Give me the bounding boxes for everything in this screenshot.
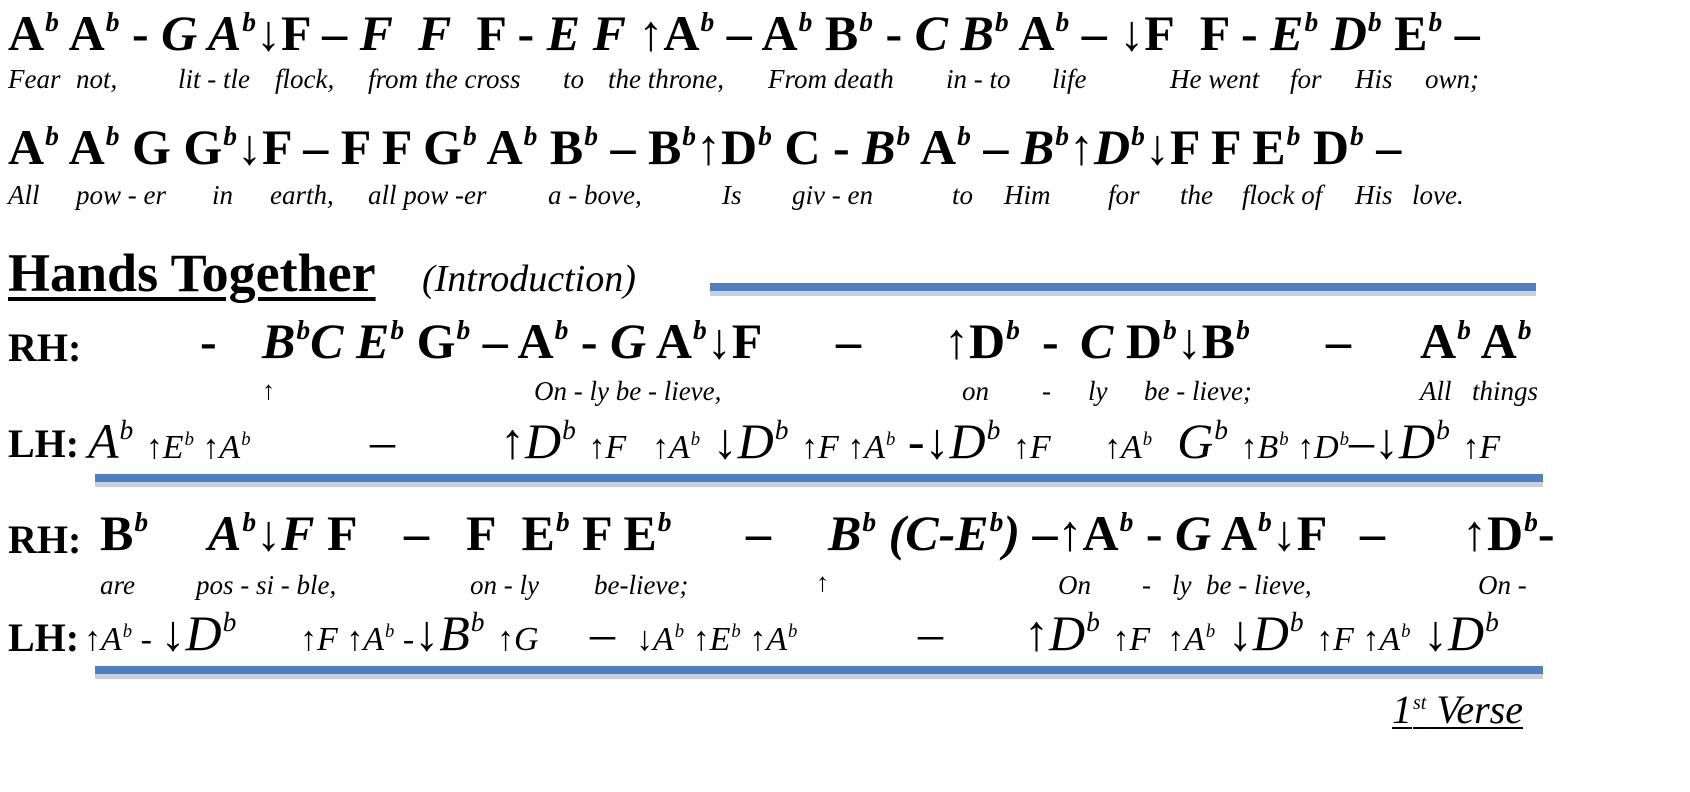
divider-bar	[710, 283, 1536, 291]
lyric: giv - en	[792, 180, 873, 210]
lyric: all pow -er	[368, 180, 487, 210]
lyric: be - lieve;	[1144, 376, 1252, 406]
lyric: From death	[768, 64, 894, 94]
verse-line-2-notes: Ab Ab G Gb↓F – F F Gb Ab Bb – Bb↑Db C - …	[8, 119, 1402, 175]
lyric: All	[8, 180, 40, 210]
lyric: -	[1142, 570, 1151, 600]
verse-line-2-lyrics: All pow - er in earth, all pow -er a - b…	[0, 182, 1690, 214]
divider-bar	[95, 474, 1543, 482]
lyric: be - lieve,	[1206, 570, 1312, 600]
system-1-lyrics: On - ly be - lieve, on - ly be - lieve; …	[0, 378, 1690, 410]
rh-notes-system-1: - BbC Eb Gb – Ab - G Ab↓F – ↑Db - C Db↓B…	[200, 313, 1532, 369]
lyric: All	[1420, 376, 1452, 406]
verse-line-1-notes: Ab Ab - G Ab↓F – F F F - E F ↑Ab – Ab Bb…	[8, 5, 1480, 61]
lyric: in	[212, 180, 234, 210]
lyric: Is	[722, 180, 742, 210]
lyric: for	[1290, 64, 1322, 94]
verse-heading: 1st Verse	[1392, 690, 1523, 730]
verse-number: 1	[1392, 687, 1412, 732]
lyric: lit - tle	[178, 64, 250, 94]
lyric: His	[1355, 64, 1393, 94]
lyric: on - ly	[470, 570, 539, 600]
lyric: things	[1472, 376, 1539, 406]
lyric: flock of	[1242, 180, 1323, 210]
system-2-lyrics: are pos - si - ble, on - ly be-lieve; On…	[0, 572, 1690, 604]
up-arrow-icon: ↑	[816, 568, 829, 597]
lyric: On	[1058, 570, 1091, 600]
verse-suffix: st	[1413, 692, 1427, 714]
lyric: in - to	[946, 64, 1011, 94]
lyric: a - bove,	[548, 180, 642, 210]
divider-bar	[95, 666, 1543, 674]
lyric: for	[1108, 180, 1140, 210]
lyric: On -	[1478, 570, 1527, 600]
lh-label: LH:	[8, 615, 80, 660]
lyric: ly	[1172, 570, 1192, 600]
lyric: to	[952, 180, 974, 210]
lyric: to	[563, 64, 585, 94]
lyric: not,	[76, 64, 118, 94]
verse-line-1-lyrics: Fear not, lit - tle flock, from the cros…	[0, 66, 1690, 98]
lyric: His	[1355, 180, 1393, 210]
lh-label: LH:	[8, 421, 80, 466]
lyric: -	[1042, 376, 1051, 406]
lh-notes-system-2: ↑Ab - ↓Db ↑F ↑Ab -↓Bb ↑G – ↓Ab ↑Eb ↑Ab –…	[84, 605, 1499, 661]
lyric: life	[1052, 64, 1087, 94]
lyric: the throne,	[608, 64, 724, 94]
lh-notes-system-1: Ab ↑Eb ↑Ab – ↑Db ↑F ↑Ab ↓Db ↑F ↑Ab -↓Db …	[88, 413, 1501, 469]
lyric: He went	[1170, 64, 1260, 94]
lyric: pos - si - ble,	[196, 570, 337, 600]
rh-notes-system-2: Bb Ab↓F F – F Eb F Eb – Bb (C-Eb) –↑Ab -…	[100, 505, 1555, 561]
section-subtitle: (Introduction)	[422, 258, 636, 300]
lyric: the	[1180, 180, 1213, 210]
lyric: Fear	[8, 64, 61, 94]
lyric: love.	[1412, 180, 1464, 210]
up-arrow-icon: ↑	[262, 376, 275, 405]
lyric: Him	[1004, 180, 1051, 210]
lyric: ly	[1088, 376, 1108, 406]
lyric: own;	[1425, 64, 1479, 94]
lyric: from the cross	[368, 64, 521, 94]
lyric: on	[962, 376, 989, 406]
lyric: pow - er	[76, 180, 166, 210]
rh-label: RH:	[8, 517, 82, 562]
lyric: be-lieve;	[594, 570, 689, 600]
section-title: Hands Together	[8, 243, 376, 303]
lyric: flock,	[275, 64, 335, 94]
verse-label: Verse	[1426, 687, 1523, 732]
lyric: earth,	[270, 180, 334, 210]
lyric: are	[100, 570, 135, 600]
rh-label: RH:	[8, 325, 82, 370]
lyric: On - ly be - lieve,	[534, 376, 722, 406]
